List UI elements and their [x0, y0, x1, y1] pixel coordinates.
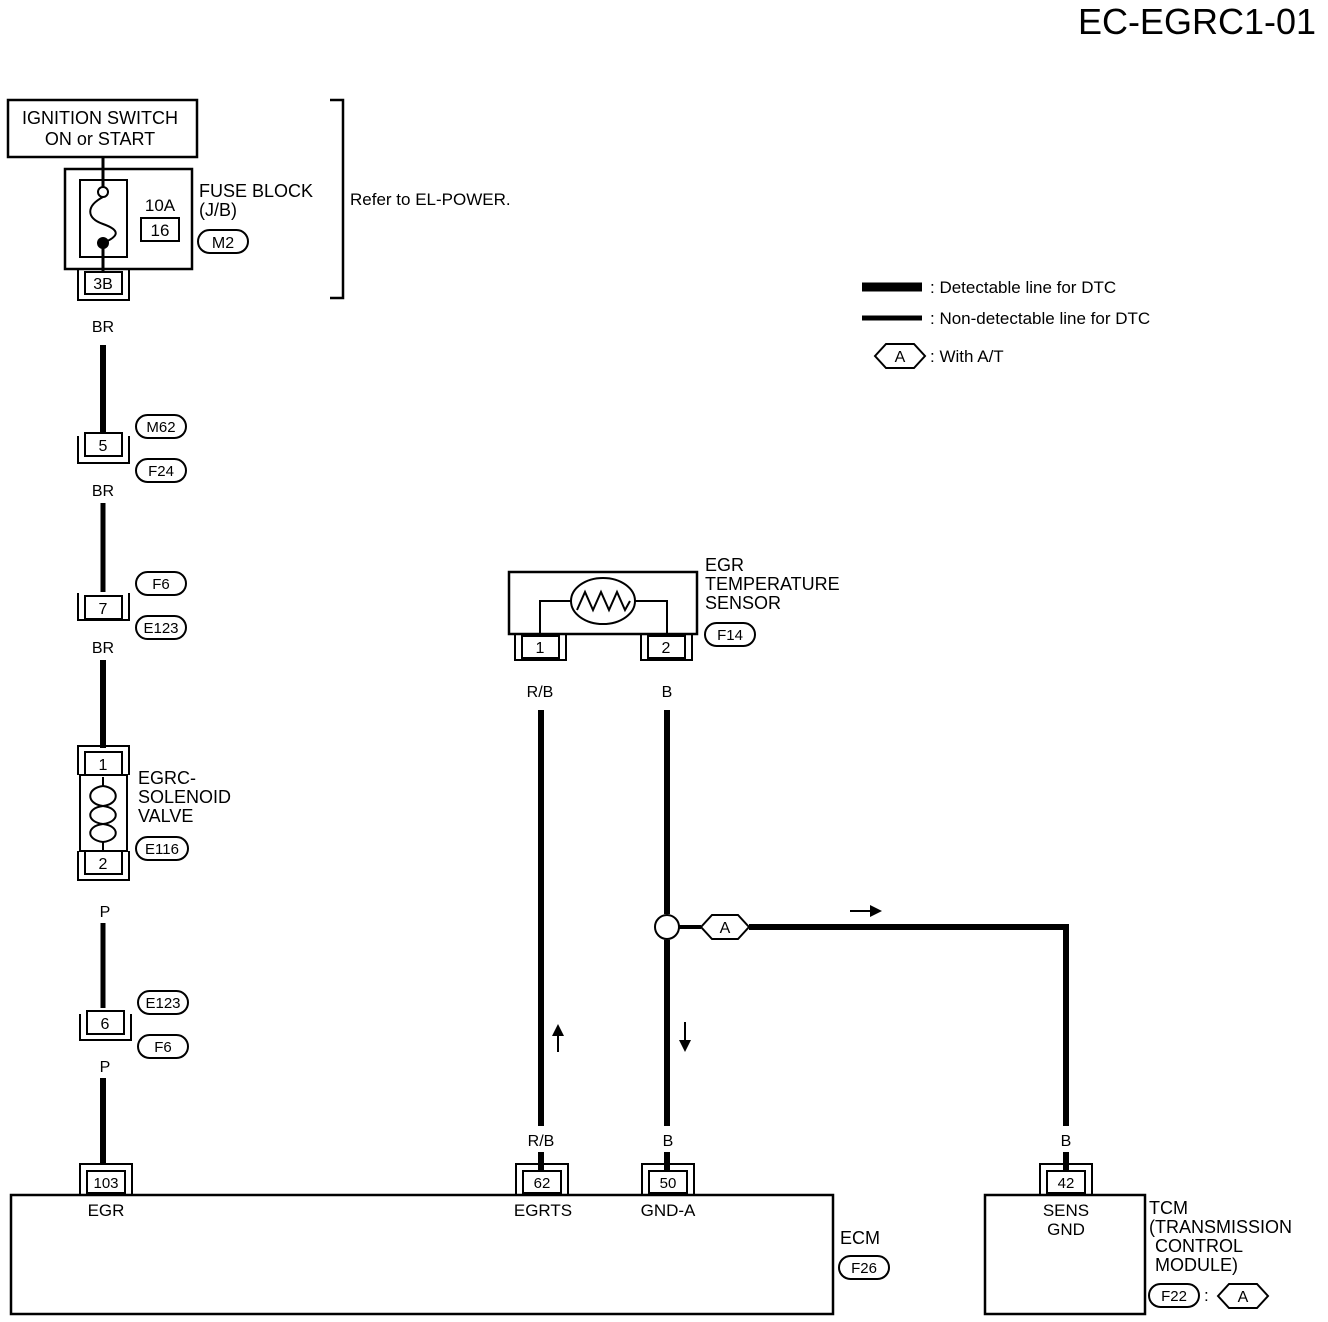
egrc-solenoid-valve: 1 2 EGRC- SOLENOID VALVE E116	[77, 745, 231, 881]
refer-note: Refer to EL-POWER.	[350, 190, 511, 209]
solenoid-terminal-top: 1	[99, 757, 108, 774]
joint-connector-6: 6 E123 F6	[79, 990, 189, 1059]
joint-5-terminal: 5	[99, 438, 108, 455]
joint-connector-5: 5 M62 F24	[77, 414, 187, 483]
fuse-number: 16	[151, 221, 170, 240]
tcm-label-line4: MODULE)	[1155, 1255, 1238, 1275]
tcm-label-line3: CONTROL	[1155, 1236, 1243, 1256]
wire-color-b-3: B	[1061, 1133, 1072, 1150]
ecm-label-gnd: GND-A	[641, 1201, 696, 1220]
egr-temperature-sensor: 1 2 EGR TEMPERATURE SENSOR F14	[507, 555, 840, 661]
solenoid-terminal-bottom: 2	[99, 856, 108, 873]
joint-6-conn-top: E123	[145, 995, 180, 1012]
wire-color-br-3: BR	[92, 640, 114, 657]
wire-color-br-1: BR	[92, 319, 114, 336]
sensor-wires	[538, 710, 670, 1126]
ecm-name: ECM	[840, 1228, 880, 1248]
ignition-label-line1: IGNITION SWITCH	[22, 108, 178, 128]
tcm-colon: :	[1204, 1286, 1209, 1305]
sensor-label-line3: SENSOR	[705, 593, 781, 613]
joint-5-conn-bottom: F24	[148, 463, 174, 480]
joint-7-conn-bottom: E123	[143, 620, 178, 637]
legend-nondetectable-text: : Non-detectable line for DTC	[930, 309, 1150, 328]
joint-6-conn-bottom: F6	[154, 1039, 172, 1056]
fuse-block: 10A 16 FUSE BLOCK (J/B) M2 3B	[63, 157, 313, 301]
fuse-amp: 10A	[145, 196, 176, 215]
ecm-module: 103 EGR 62 EGRTS 50 GND-A ECM F26	[9, 1163, 890, 1316]
ignition-switch-box: IGNITION SWITCH ON or START	[6, 98, 199, 159]
ecm-label-egrts: EGRTS	[514, 1201, 572, 1220]
ecm-label-egr: EGR	[88, 1201, 125, 1220]
legend-option-text: : With A/T	[930, 347, 1004, 366]
legend-option-tag	[873, 343, 927, 369]
fuse-block-label-line1: FUSE BLOCK	[199, 181, 313, 201]
sensor-connector: F14	[717, 627, 743, 644]
wire-color-br-2: BR	[92, 483, 114, 500]
tcm-label-line2: (TRANSMISSION	[1149, 1217, 1292, 1237]
branch-splice: A	[654, 914, 1069, 1126]
svg-text:A: A	[1238, 1289, 1249, 1306]
joint-6-terminal: 6	[101, 1016, 110, 1033]
wire-color-b-2: B	[663, 1133, 674, 1150]
legend: : Detectable line for DTC : Non-detectab…	[862, 278, 1150, 369]
wire-color-b-1: B	[662, 684, 673, 701]
tcm-pin-label-1: SENS	[1043, 1201, 1089, 1220]
ignition-label-line2: ON or START	[45, 129, 155, 149]
fuse-terminal: 3B	[93, 276, 113, 293]
ecm-entry-wires	[538, 1152, 1069, 1171]
diagram-id: EC-EGRC1-01	[1078, 1, 1316, 42]
wire-color-rb-1: R/B	[527, 684, 554, 701]
solenoid-connector: E116	[145, 841, 179, 858]
ecm-pin-egrts: 62	[534, 1175, 551, 1192]
tcm-connector: F22	[1161, 1288, 1187, 1305]
tcm-module: 42 SENS GND TCM (TRANSMISSION CONTROL MO…	[983, 1163, 1292, 1316]
fuse-block-label-line2: (J/B)	[199, 200, 237, 220]
wire-color-rb-2: R/B	[528, 1133, 555, 1150]
solenoid-label-line3: VALVE	[138, 806, 193, 826]
flow-arrows	[552, 905, 882, 1052]
joint-7-conn-top: F6	[152, 576, 170, 593]
sensor-terminal-1: 1	[536, 640, 545, 657]
ecm-connector: F26	[851, 1260, 877, 1277]
solenoid-label-line1: EGRC-	[138, 768, 196, 788]
refer-bracket: Refer to EL-POWER.	[330, 98, 511, 300]
thermistor-icon	[570, 577, 636, 625]
wire-color-p-1: P	[100, 904, 111, 921]
sensor-label-line1: EGR	[705, 555, 744, 575]
tcm-pin-label-2: GND	[1047, 1220, 1085, 1239]
joint-7-terminal: 7	[99, 601, 108, 618]
wire-color-p-2: P	[100, 1059, 111, 1076]
tcm-label-line1: TCM	[1149, 1198, 1188, 1218]
solenoid-label-line2: SOLENOID	[138, 787, 231, 807]
joint-5-conn-top: M62	[146, 419, 175, 436]
svg-text:A: A	[895, 349, 906, 366]
joint-connector-7: 7 F6 E123	[77, 571, 187, 640]
ecm-pin-gnd: 50	[660, 1175, 677, 1192]
legend-detectable-text: : Detectable line for DTC	[930, 278, 1116, 297]
svg-text:A: A	[720, 920, 731, 937]
ecm-pin-egr: 103	[93, 1175, 118, 1192]
fuse-block-connector: M2	[212, 235, 234, 252]
sensor-label-line2: TEMPERATURE	[705, 574, 840, 594]
tcm-option-tag	[1216, 1283, 1270, 1309]
sensor-terminal-2: 2	[662, 640, 671, 657]
tcm-pin: 42	[1058, 1175, 1075, 1192]
